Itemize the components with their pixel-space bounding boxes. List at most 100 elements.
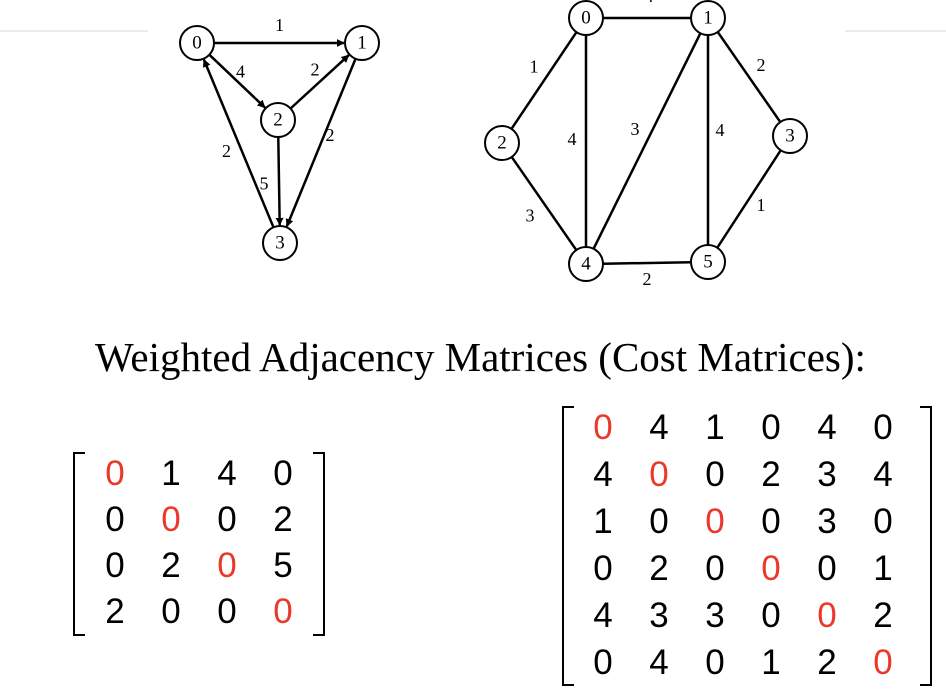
undirected-edge-weight-0-2: 1 [530, 57, 539, 77]
undirected-node-2 [484, 125, 520, 161]
undirected-node-label-0: 0 [581, 7, 591, 28]
undirected-edge-weight-2-4: 3 [526, 206, 535, 226]
matrix-cell: 3 [817, 455, 837, 494]
matrix-cell: 0 [217, 546, 237, 585]
matrix-cell: 0 [761, 408, 781, 447]
matrix-cell: 3 [705, 596, 725, 635]
directed-edge-2-1 [289, 54, 350, 110]
matrix-cell: 2 [273, 500, 293, 539]
undirected-edge-weight-1-3: 2 [757, 55, 766, 75]
matrix-cell: 0 [273, 592, 293, 631]
undirected-node-0 [568, 0, 604, 36]
matrix-cell: 4 [593, 455, 613, 494]
undirected-edge-weight-4-5: 2 [643, 269, 652, 289]
matrix-cell: 0 [593, 643, 613, 682]
matrix-cell: 0 [105, 500, 125, 539]
undirected-edge-1-4 [592, 32, 702, 250]
directed-node-label-3: 3 [275, 232, 285, 253]
matrix-cell: 0 [649, 455, 669, 494]
matrix-cell: 0 [705, 502, 725, 541]
undirected-node-label-5: 5 [703, 251, 713, 272]
matrix-cell: 0 [593, 408, 613, 447]
undirected-graph: 414342321012345 [484, 0, 808, 289]
matrix-cell: 1 [761, 643, 781, 682]
undirected-node-5 [690, 244, 726, 280]
directed-edge-1-3 [285, 58, 357, 228]
matrix-cell: 0 [873, 408, 893, 447]
matrix-cell: 0 [873, 502, 893, 541]
matrix-cell: 0 [273, 454, 293, 493]
undirected-edge-3-5 [716, 149, 782, 249]
directed-node-3 [262, 225, 298, 261]
matrix-cell: 1 [873, 549, 893, 588]
directed-edge-weight-3-0: 2 [222, 141, 231, 161]
matrix-cell: 2 [161, 546, 181, 585]
matrix-cell: 3 [817, 502, 837, 541]
undirected-edge-1-3 [716, 31, 782, 123]
directed-edge-weight-0-1: 1 [275, 15, 284, 35]
matrix-cell: 0 [873, 643, 893, 682]
matrix-cell: 0 [761, 549, 781, 588]
matrix-cell: 0 [161, 592, 181, 631]
matrix-cell: 0 [705, 455, 725, 494]
matrix-cell: 4 [593, 596, 613, 635]
undirected-node-1 [690, 0, 726, 36]
directed-edge-weight-2-3: 5 [260, 174, 269, 194]
matrix-cell: 2 [105, 592, 125, 631]
matrix-cell: 0 [817, 596, 837, 635]
matrix-cell: 2 [761, 455, 781, 494]
matrix-cell: 0 [761, 502, 781, 541]
undirected-edge-weight-3-5: 1 [757, 195, 766, 215]
directed-node-2 [260, 102, 296, 138]
matrix-cell: 0 [817, 549, 837, 588]
matrix-cell: 2 [649, 549, 669, 588]
undirected-edge-0-2 [510, 31, 578, 130]
top-divider-right [845, 30, 946, 32]
undirected-node-3 [772, 118, 808, 154]
undirected-node-4 [568, 246, 604, 282]
matrix-cell: 1 [593, 502, 613, 541]
undirected-edge-4-5 [602, 261, 692, 265]
directed-edge-3-0 [202, 58, 275, 228]
matrix-cell: 1 [161, 454, 181, 493]
undirected-node-label-4: 4 [581, 253, 591, 274]
directed-node-label-0: 0 [192, 32, 202, 53]
matrix-cell: 4 [649, 643, 669, 682]
matrix-cell: 2 [873, 596, 893, 635]
matrix-cell: 3 [649, 596, 669, 635]
matrix-cell: 0 [105, 546, 125, 585]
undirected-edge-weight-1-4: 3 [631, 119, 640, 139]
matrix-cell: 0 [105, 454, 125, 493]
matrix-cell: 0 [705, 549, 725, 588]
directed-node-1 [344, 25, 380, 61]
directed-node-0 [179, 25, 215, 61]
matrix-cell: 0 [705, 643, 725, 682]
directed-edge-2-3 [275, 136, 284, 226]
matrix-left-bracket [562, 406, 574, 686]
directed-edge-weight-1-3: 2 [326, 125, 335, 145]
directed-edge-0-2 [208, 53, 266, 109]
directed-node-label-1: 1 [357, 32, 367, 53]
undirected-node-label-1: 1 [703, 7, 713, 28]
matrix-right-bracket [920, 406, 932, 686]
matrix-cell: 5 [273, 546, 293, 585]
matrix-cell: 4 [873, 455, 893, 494]
undirected-node-label-2: 2 [497, 132, 507, 153]
undirected-node-label-3: 3 [785, 125, 795, 146]
top-divider-left [0, 30, 148, 32]
directed-node-label-2: 2 [273, 109, 283, 130]
matrix-cell: 0 [161, 500, 181, 539]
matrix-cell: 0 [761, 596, 781, 635]
matrix-cell: 2 [817, 643, 837, 682]
undirected-edge-weight-1-5: 4 [716, 120, 725, 140]
directed-edge-weight-0-2: 4 [236, 62, 245, 82]
matrix-cell: 0 [593, 549, 613, 588]
matrix-cell: 4 [217, 454, 237, 493]
matrix-cell: 4 [817, 408, 837, 447]
undirected-edge-weight-0-4: 4 [568, 129, 577, 149]
matrix-left-bracket [73, 452, 85, 636]
